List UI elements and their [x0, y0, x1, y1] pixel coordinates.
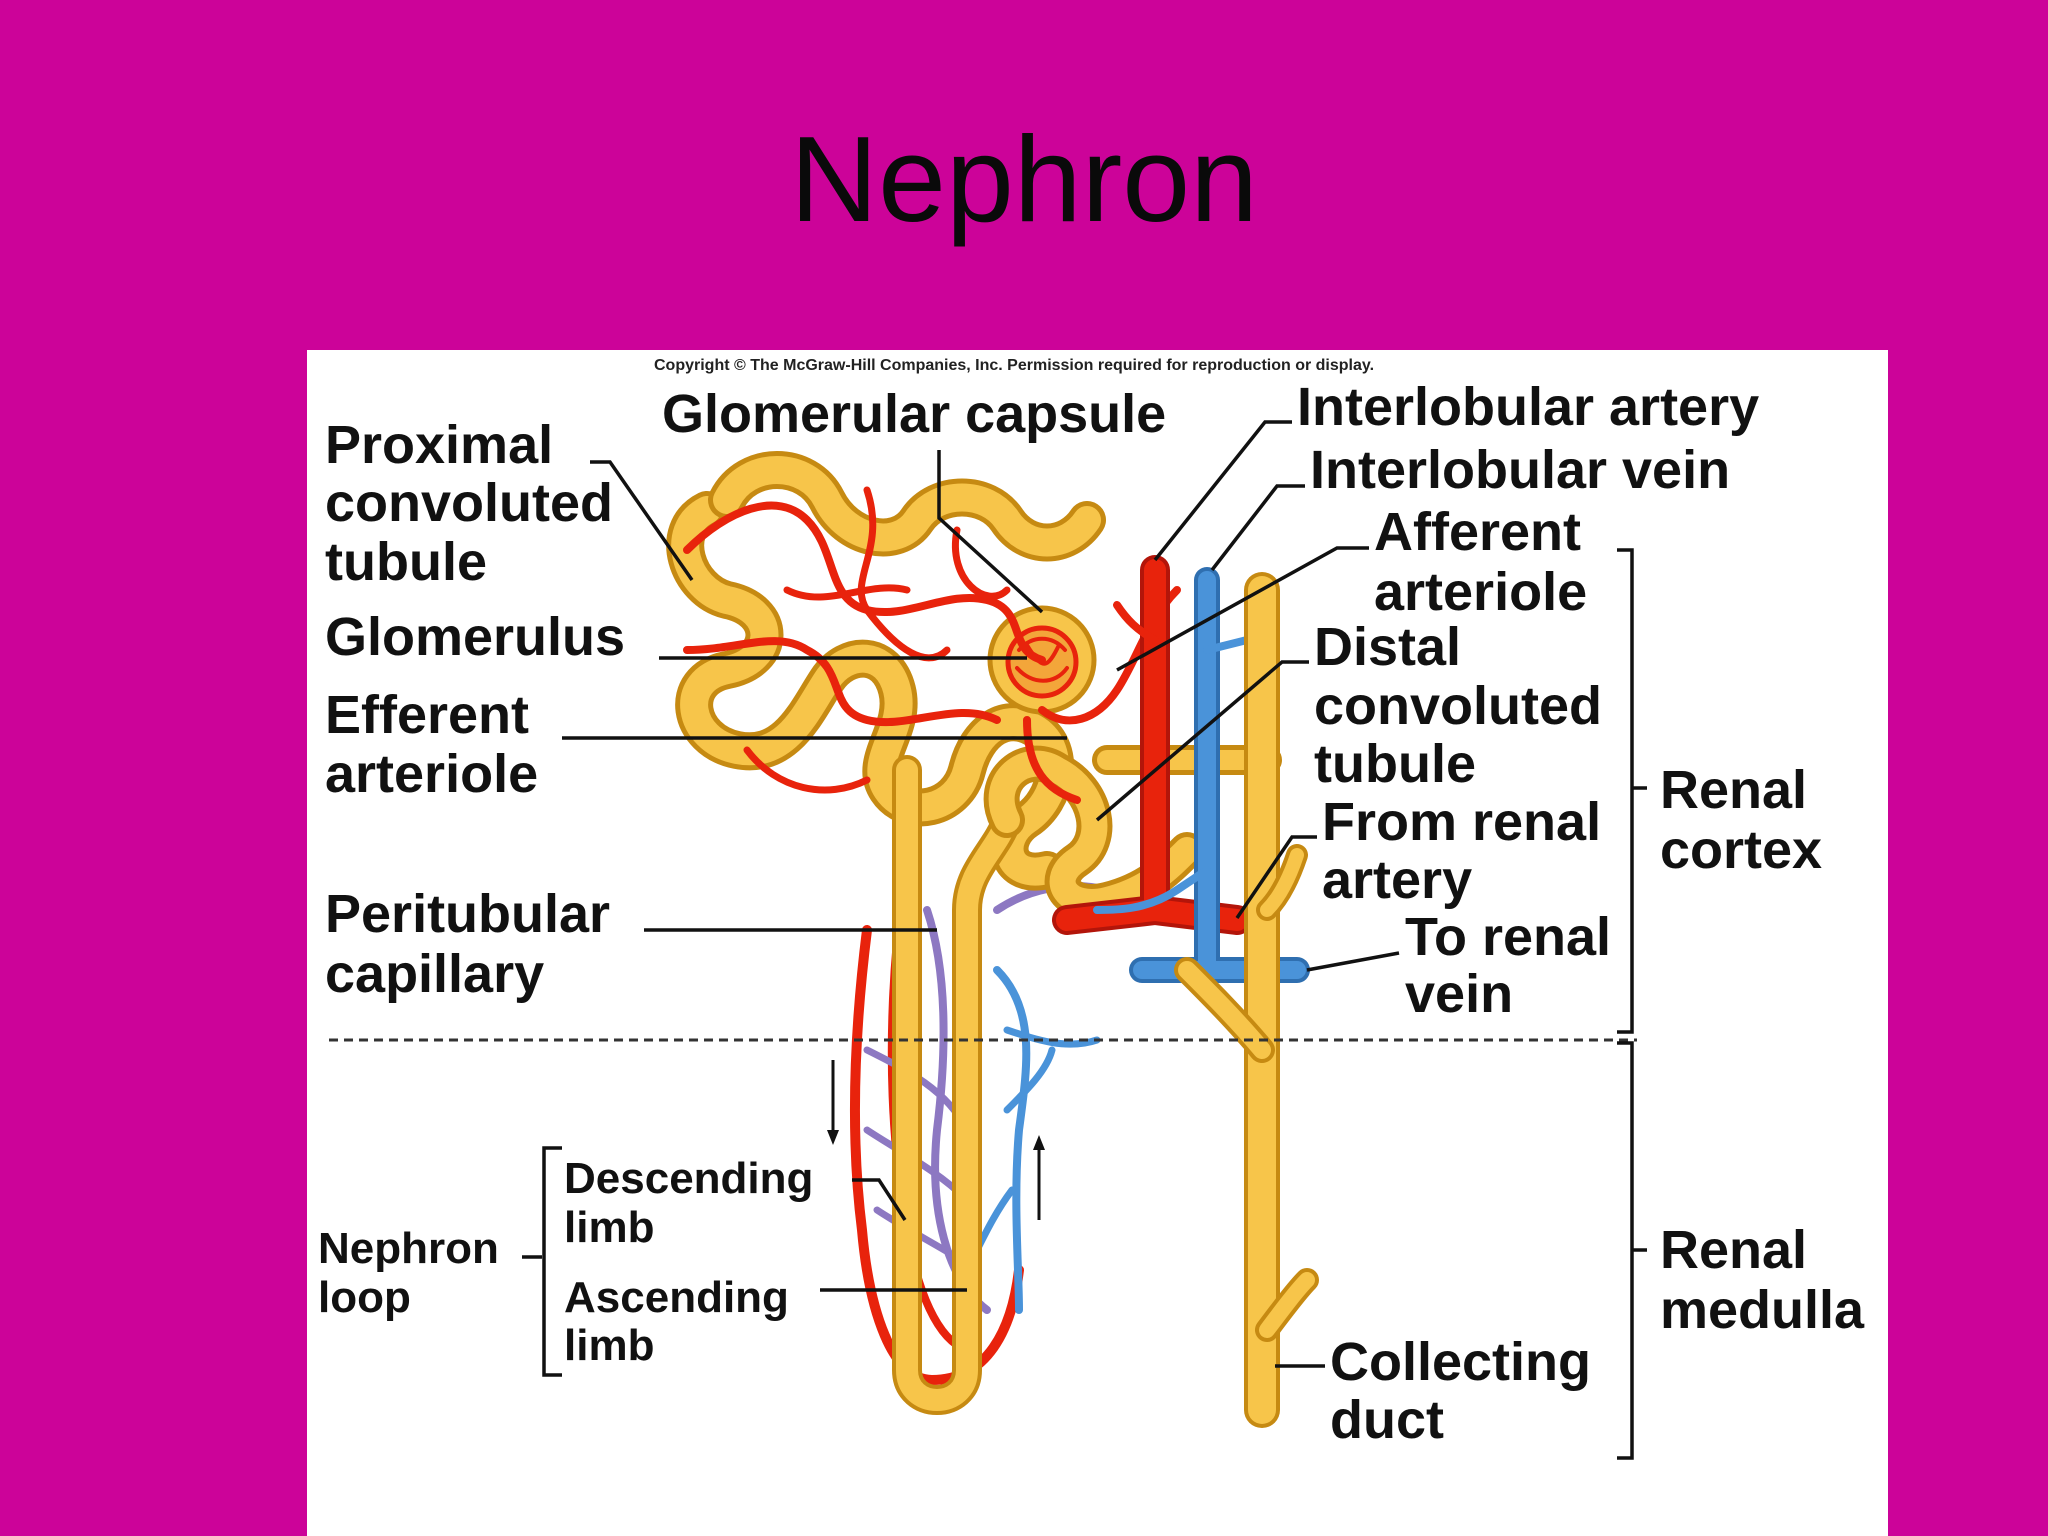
slide-title: Nephron	[790, 111, 1258, 247]
nephron-loop-illustration	[891, 755, 1022, 1415]
label-glomerulus: Glomerulus	[325, 607, 1027, 667]
label-interlobular-vein: Interlobular vein	[1210, 440, 1730, 572]
svg-text:arteriole: arteriole	[1374, 562, 1587, 622]
svg-text:Renal: Renal	[1660, 760, 1807, 820]
label-renal-medulla: Renal medulla	[1617, 1041, 1865, 1460]
label-renal-cortex: Renal cortex	[1617, 548, 1822, 1034]
svg-text:capillary: capillary	[325, 944, 544, 1004]
svg-text:cortex: cortex	[1660, 820, 1822, 880]
label-efferent-arteriole: Efferent arteriole	[325, 685, 1067, 804]
copyright-notice: Copyright © The McGraw-Hill Companies, I…	[654, 357, 1374, 374]
svg-text:medulla: medulla	[1660, 1280, 1865, 1340]
svg-text:Efferent: Efferent	[325, 685, 529, 745]
svg-text:Ascending: Ascending	[564, 1273, 789, 1322]
svg-text:Distal: Distal	[1314, 617, 1461, 677]
label-proximal-convoluted-tubule: Proximal convoluted tubule	[325, 415, 694, 592]
svg-text:limb: limb	[564, 1321, 654, 1370]
nephron-diagram: Copyright © The McGraw-Hill Companies, I…	[318, 357, 1865, 1460]
svg-text:duct: duct	[1330, 1390, 1444, 1450]
svg-text:Collecting: Collecting	[1330, 1332, 1591, 1392]
svg-text:Interlobular vein: Interlobular vein	[1310, 440, 1730, 500]
label-afferent-arteriole: Afferent arteriole	[1116, 502, 1587, 672]
svg-text:loop: loop	[318, 1273, 411, 1322]
label-interlobular-artery: Interlobular artery	[1153, 377, 1759, 562]
svg-text:Peritubular: Peritubular	[325, 884, 610, 944]
svg-text:From renal: From renal	[1322, 792, 1601, 852]
label-distal-convoluted-tubule: Distal convoluted tubule	[1095, 617, 1602, 822]
svg-text:arteriole: arteriole	[325, 744, 538, 804]
svg-text:tubule: tubule	[1314, 734, 1476, 794]
distal-convoluted-tubule-illustration	[983, 745, 1282, 920]
flow-arrows	[827, 1060, 1045, 1220]
label-to-renal-vein: To renal vein	[1306, 907, 1611, 1024]
svg-text:convoluted: convoluted	[1314, 676, 1602, 736]
svg-text:To renal: To renal	[1405, 907, 1611, 967]
svg-text:Descending: Descending	[564, 1154, 813, 1203]
svg-text:Proximal: Proximal	[325, 415, 553, 475]
svg-text:Afferent: Afferent	[1374, 502, 1581, 562]
label-nephron-loop: Nephron loop	[318, 1146, 562, 1377]
svg-text:Interlobular artery: Interlobular artery	[1297, 377, 1759, 437]
collecting-duct-illustration	[1174, 572, 1319, 1428]
svg-text:Glomerular capsule: Glomerular capsule	[662, 384, 1166, 444]
label-collecting-duct: Collecting duct	[1275, 1332, 1591, 1450]
svg-text:vein: vein	[1405, 964, 1513, 1024]
svg-text:artery: artery	[1322, 850, 1472, 910]
nephron-illustration	[666, 451, 1319, 1428]
svg-text:limb: limb	[564, 1203, 654, 1252]
svg-text:Glomerulus: Glomerulus	[325, 607, 625, 667]
nephron-figure-panel: Copyright © The McGraw-Hill Companies, I…	[307, 350, 1888, 1536]
svg-text:tubule: tubule	[325, 532, 487, 592]
interlobular-artery-illustration	[1052, 555, 1252, 935]
label-peritubular-capillary: Peritubular capillary	[325, 884, 937, 1004]
label-ascending-limb: Ascending limb	[564, 1273, 967, 1370]
label-glomerular-capsule: Glomerular capsule	[662, 384, 1166, 614]
svg-text:Renal: Renal	[1660, 1220, 1807, 1280]
svg-text:convoluted: convoluted	[325, 473, 613, 533]
label-from-renal-artery: From renal artery	[1235, 792, 1601, 919]
label-descending-limb: Descending limb	[564, 1154, 907, 1252]
svg-text:Nephron: Nephron	[318, 1224, 499, 1273]
